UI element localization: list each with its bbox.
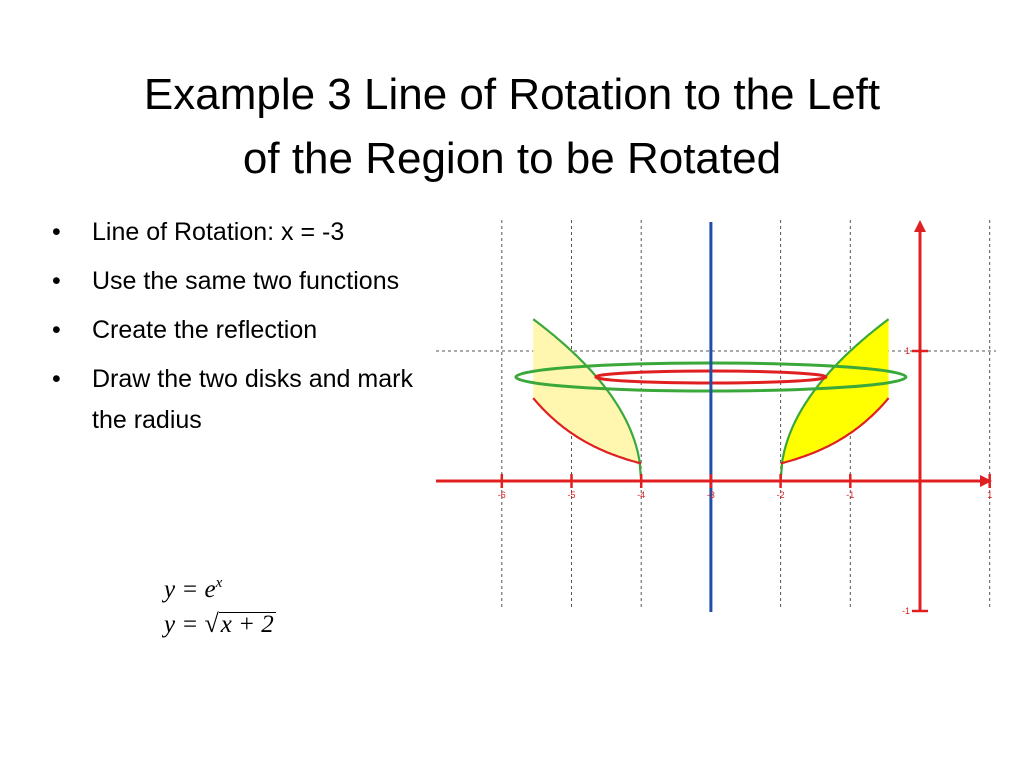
x-tick-label: -4 <box>637 490 645 500</box>
x-tick-label: -2 <box>777 490 785 500</box>
axes <box>436 220 992 613</box>
x-tick-label: -6 <box>498 490 506 500</box>
x-tick-label: -5 <box>567 490 575 500</box>
formula-exp-exponent: x <box>215 575 223 591</box>
bullet-list: Line of Rotation: x = -3 Use the same tw… <box>48 212 428 449</box>
formula-sqrt-lhs: y = <box>164 611 205 638</box>
formula-sqrt-radicand: x + 2 <box>218 611 276 638</box>
grid-lines <box>436 220 996 610</box>
y-tick-label: -1 <box>902 606 910 616</box>
curve-exp-reflected <box>532 397 642 465</box>
formula-exp: y = ex <box>164 566 324 607</box>
y-tick-label: 1 <box>905 346 910 356</box>
tick-labels: -6 -5 -4 -3 -2 -1 1 1 -1 <box>498 346 992 616</box>
title-line-2: of the Region to be Rotated <box>242 134 782 184</box>
formula-block: y = ex y = √x + 2 <box>164 566 324 642</box>
bullet-same-functions: Use the same two functions <box>48 261 428 302</box>
title-line-1: Example 3 Line of Rotation to the Left <box>143 70 881 120</box>
formula-exp-lhs: y = e <box>164 576 216 603</box>
formula-sqrt: y = √x + 2 <box>164 607 324 642</box>
rotation-graph: -6 -5 -4 -3 -2 -1 1 1 -1 <box>436 220 996 616</box>
slide-title: Example 3 Line of Rotation to the Left o… <box>0 63 1024 191</box>
x-tick-label: 1 <box>987 490 992 500</box>
region-original <box>780 319 889 481</box>
region-reflection <box>533 319 642 481</box>
x-tick-label: -3 <box>707 490 715 500</box>
bullet-line-of-rotation: Line of Rotation: x = -3 <box>48 212 428 253</box>
bullet-create-reflection: Create the reflection <box>48 310 428 351</box>
y-axis-arrow-icon <box>914 220 926 232</box>
radical-sign-icon: √ <box>204 609 219 638</box>
x-tick-label: -1 <box>846 490 854 500</box>
x-axis-arrow-icon <box>980 475 992 487</box>
bullet-draw-disks: Draw the two disks and mark the radius <box>48 359 428 441</box>
curve-exp <box>780 397 890 465</box>
